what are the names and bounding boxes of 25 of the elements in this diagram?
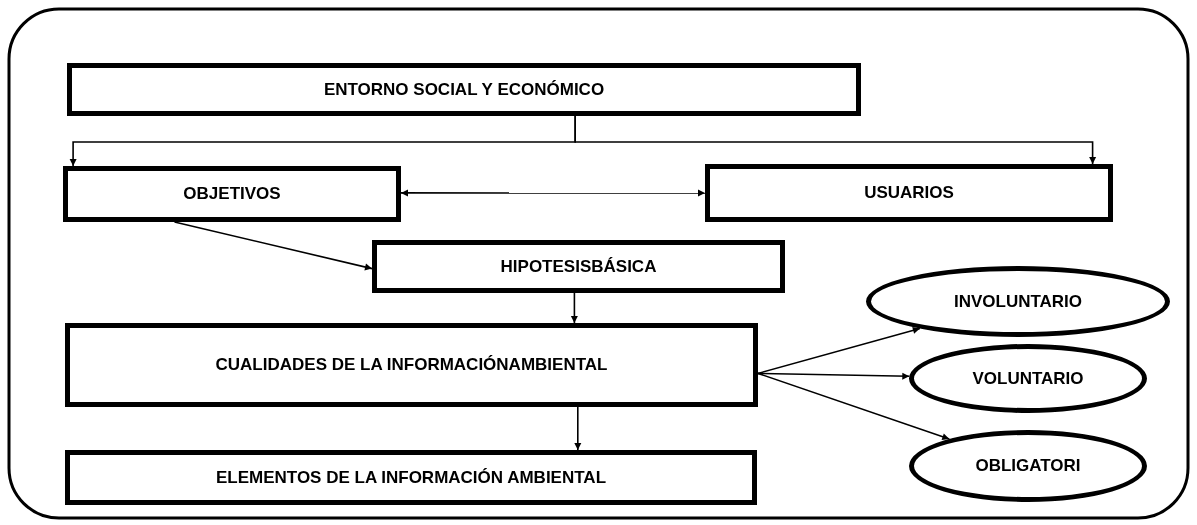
category-ellipse	[909, 430, 1147, 502]
node-label: INVOLUNTARIO	[953, 291, 1083, 312]
process-box	[67, 63, 861, 116]
arrow	[570, 292, 578, 324]
category-ellipse	[909, 344, 1147, 413]
node-label: OBJETIVOS	[183, 184, 281, 204]
process-box	[65, 323, 758, 407]
arrow	[574, 115, 1097, 165]
node-label: ELEMENTOS DE LA INFORMACIÓN AMBIENTAL	[215, 467, 606, 488]
process-box	[63, 166, 401, 222]
arrow	[173, 221, 373, 271]
node-label: OBLIGATORI	[975, 456, 1081, 476]
arrow	[574, 406, 582, 451]
node-label: CUALIDADES DE LA INFORMACIÓNAMBIENTAL	[215, 355, 608, 375]
process-box	[372, 240, 785, 293]
category-ellipse	[866, 266, 1170, 337]
arrow	[757, 327, 921, 375]
node-label: VOLUNTARIO	[972, 368, 1084, 389]
arrow	[400, 189, 706, 197]
node-label: USUARIOS	[864, 183, 954, 203]
arrow	[757, 372, 951, 441]
node-label: ENTORNO SOCIAL Y ECONÓMICO	[323, 79, 605, 100]
node-label: HIPOTESISBÁSICA	[500, 256, 657, 277]
process-box	[705, 164, 1113, 222]
process-box	[65, 450, 757, 505]
